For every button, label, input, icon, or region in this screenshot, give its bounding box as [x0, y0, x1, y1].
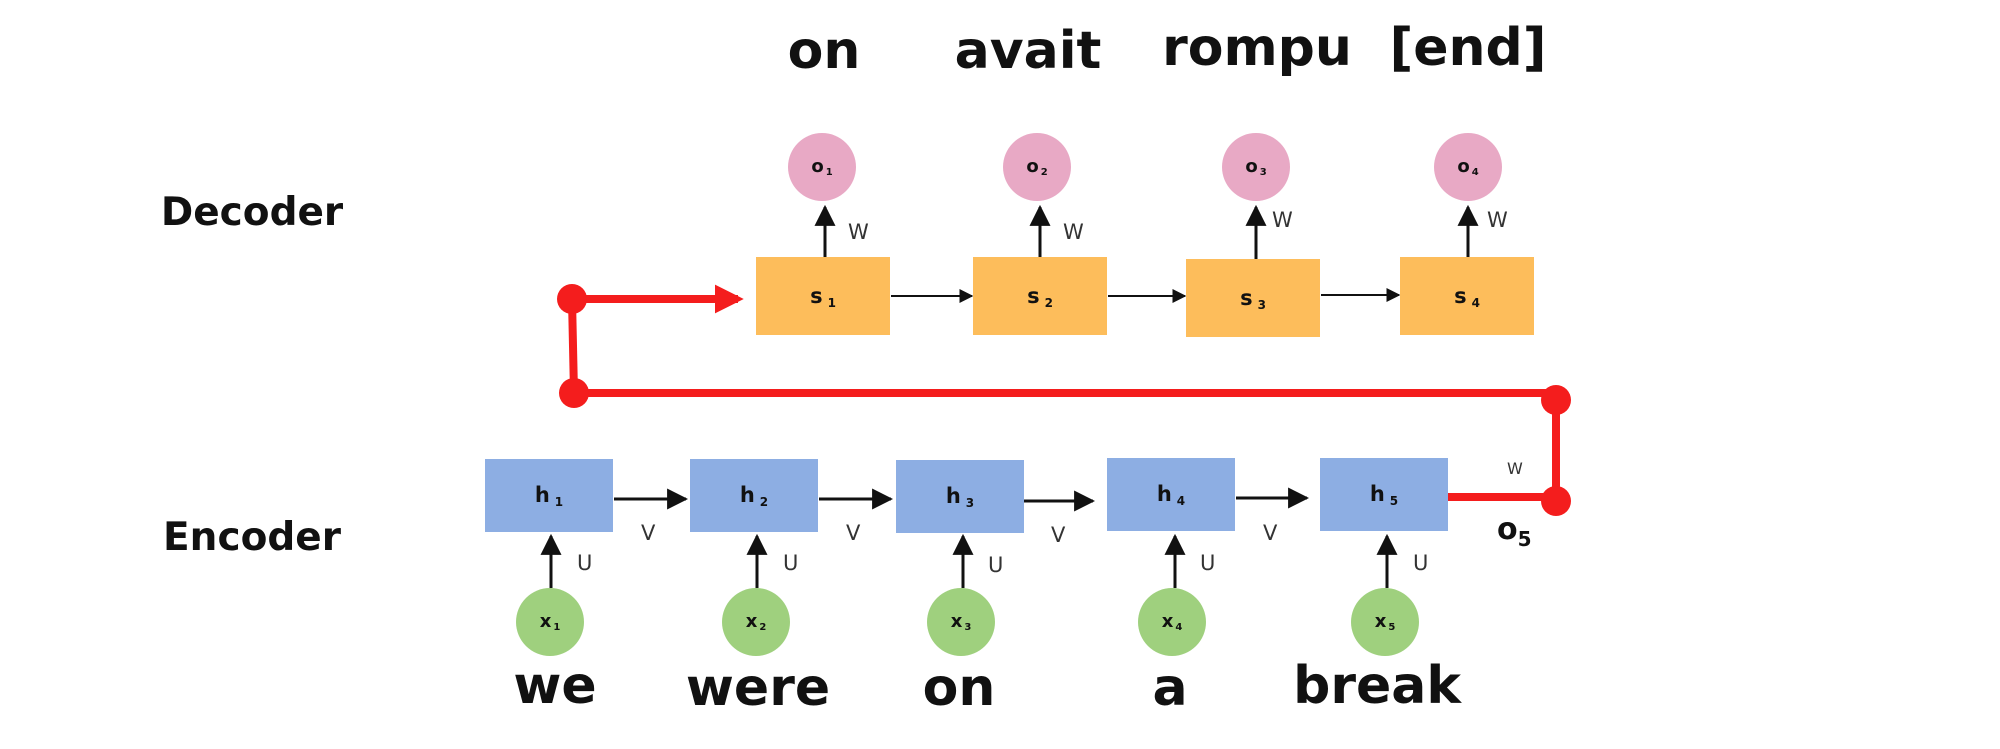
weight-u-label: U: [988, 553, 1004, 577]
weight-v-label: V: [846, 521, 861, 545]
weight-u-label: U: [1413, 551, 1429, 575]
weight-w-label: W: [1063, 220, 1084, 244]
weight-w-label: W: [1272, 208, 1293, 232]
encoder-label: Encoder: [163, 515, 341, 560]
output-word: rompu: [1162, 18, 1352, 78]
weight-v-label: V: [1263, 521, 1278, 545]
context-path-segment: [568, 298, 578, 394]
context-path-node: [1541, 385, 1571, 415]
input-word: a: [1152, 658, 1188, 718]
context-path-node: [1541, 486, 1571, 516]
weight-v-label: V: [641, 521, 656, 545]
weight-u-label: U: [783, 551, 799, 575]
decoder-label: Decoder: [160, 190, 344, 235]
weight-u-label: U: [577, 551, 593, 575]
weight-w-label: W: [848, 220, 869, 244]
weight-v-label: V: [1051, 523, 1066, 547]
input-word: break: [1293, 656, 1461, 716]
output-word: [end]: [1389, 18, 1547, 78]
output-word: on: [787, 21, 861, 81]
output-word: avait: [954, 21, 1102, 81]
weight-u-label: U: [1200, 551, 1216, 575]
context-path-node: [557, 284, 587, 314]
encoder-output-weight-label: W: [1507, 459, 1523, 478]
context-path-node: [559, 378, 589, 408]
input-word: on: [922, 658, 996, 718]
encoder-output-label: o5: [1497, 512, 1532, 551]
input-word: were: [685, 658, 831, 718]
input-word: we: [513, 656, 597, 716]
weight-w-label: W: [1487, 208, 1508, 232]
